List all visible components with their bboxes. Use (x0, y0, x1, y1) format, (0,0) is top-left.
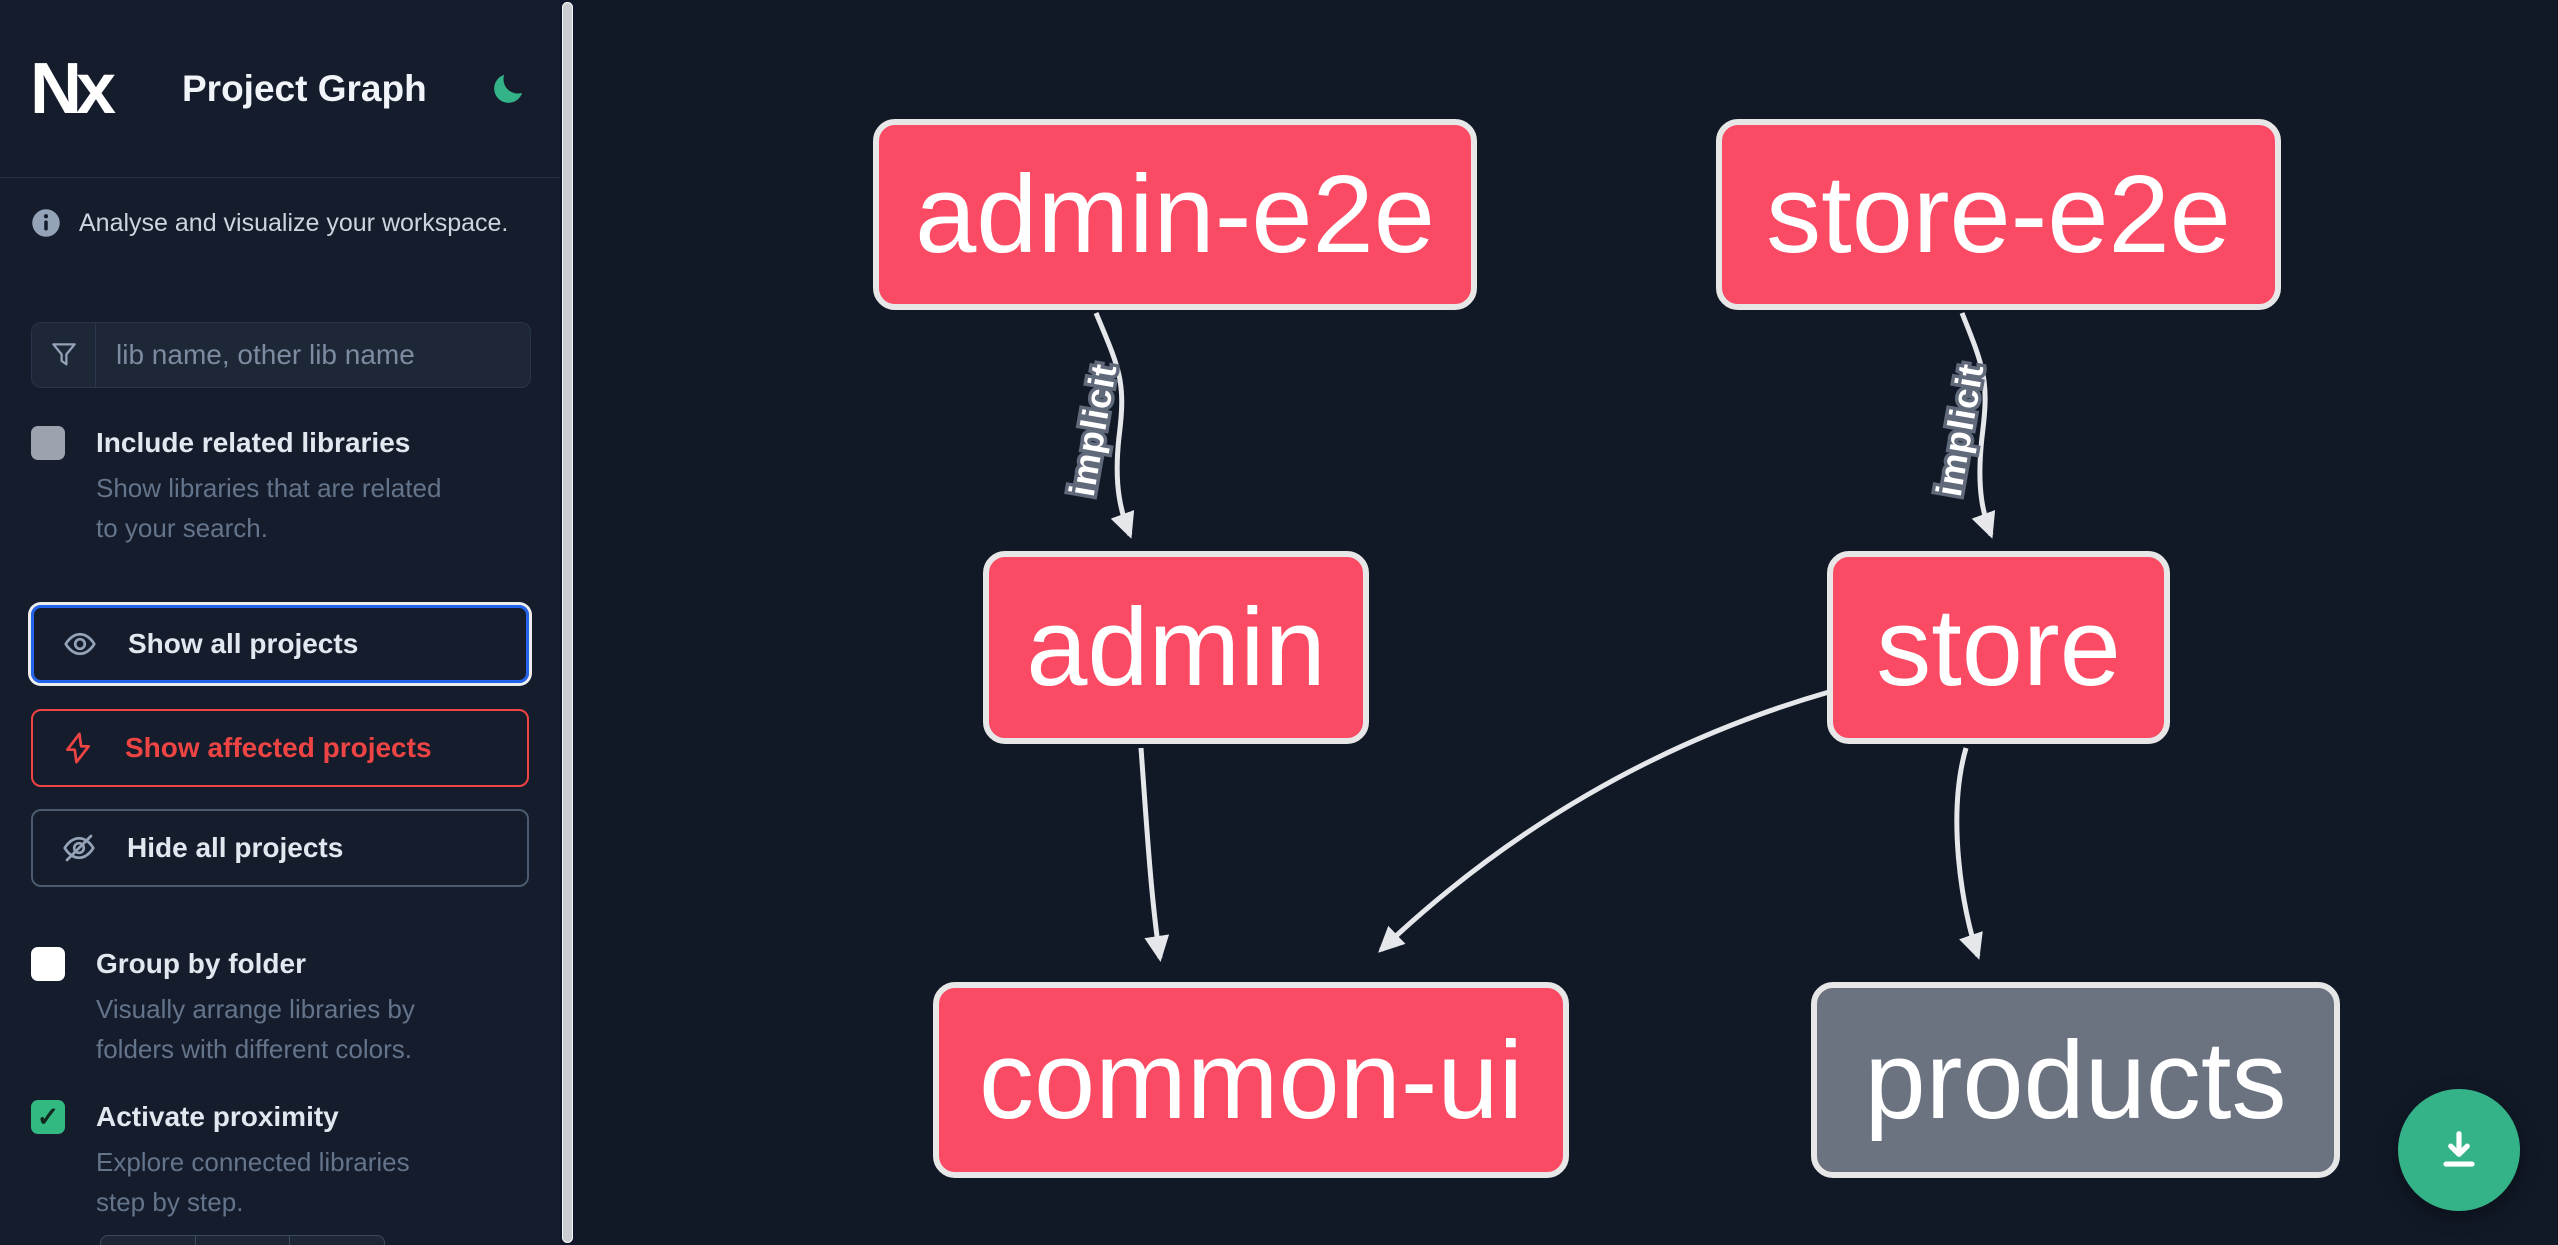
show-all-projects-button[interactable]: Show all projects (31, 605, 529, 683)
proximity-increment[interactable] (290, 1236, 384, 1245)
sidebar-header: Nx Project Graph (0, 0, 560, 178)
node-label: admin-e2e (915, 153, 1435, 276)
page-title: Project Graph (182, 67, 427, 109)
filter-funnel-icon (32, 323, 96, 387)
show-affected-projects-button[interactable]: Show affected projects (31, 709, 529, 787)
sidebar-scrollbar[interactable] (560, 0, 575, 1245)
scrollbar-thumb[interactable] (562, 2, 573, 1243)
group-by-folder-checkbox[interactable] (31, 947, 65, 981)
bolt-icon (66, 732, 90, 764)
node-label: store-e2e (1766, 153, 2231, 276)
node-label: products (1864, 1018, 2287, 1142)
edge-store-common-ui (1378, 689, 1830, 953)
project-graph-canvas[interactable]: implicit implicit admin-e2e store-e2e ad… (575, 0, 2558, 1245)
check-icon: ✓ (36, 1101, 60, 1132)
edge-store-products (1954, 747, 1983, 960)
edge-store-e2e-store (1959, 312, 1996, 539)
search-box (31, 322, 531, 388)
moon-icon (494, 74, 523, 103)
search-input[interactable] (96, 323, 530, 387)
graph-edges: implicit implicit (1057, 312, 1996, 962)
option-label: Include related libraries (96, 427, 411, 458)
info-icon (32, 209, 60, 237)
hide-all-projects-button[interactable]: Hide all projects (31, 809, 529, 887)
node-label: admin (1026, 586, 1326, 709)
eye-off-icon (63, 834, 95, 862)
node-admin-e2e[interactable]: admin-e2e (873, 119, 1477, 310)
nx-logo-icon: Nx (30, 49, 130, 129)
activate-proximity-checkbox[interactable]: ✓ (31, 1100, 65, 1134)
node-products[interactable]: products (1811, 982, 2340, 1178)
node-admin[interactable]: admin (983, 551, 1369, 744)
dark-mode-toggle[interactable] (486, 67, 530, 111)
edge-admin-common-ui (1138, 747, 1170, 962)
proximity-depth-control[interactable] (100, 1235, 385, 1245)
download-graph-button[interactable] (2398, 1089, 2520, 1211)
tagline-row: Analyse and visualize your workspace. (31, 208, 530, 238)
node-label: common-ui (978, 1018, 1524, 1142)
node-store[interactable]: store (1827, 551, 2170, 744)
sidebar: Nx Project Graph Analyse and visualize y… (0, 0, 560, 1245)
option-description: Visually arrange libraries by folders wi… (96, 994, 415, 1064)
eye-icon (64, 632, 96, 656)
proximity-value (196, 1236, 291, 1245)
include-related-checkbox[interactable] (31, 426, 65, 460)
proximity-decrement[interactable] (101, 1236, 196, 1245)
edge-admin-e2e-admin (1093, 312, 1135, 539)
option-label: Activate proximity (96, 1101, 339, 1132)
nx-logo-text: Nx (30, 48, 116, 129)
option-label: Group by folder (96, 948, 306, 979)
node-common-ui[interactable]: common-ui (933, 982, 1569, 1178)
option-group-by-folder: Group by folder Visually arrange librari… (31, 947, 520, 1069)
option-activate-proximity: ✓ Activate proximity Explore connected l… (31, 1100, 520, 1222)
node-store-e2e[interactable]: store-e2e (1716, 119, 2281, 310)
option-include-related: Include related libraries Show libraries… (31, 426, 520, 548)
option-description: Show libraries that are related to your … (96, 473, 442, 543)
download-icon (2443, 1131, 2475, 1167)
tagline-text: Analyse and visualize your workspace. (79, 208, 509, 237)
node-label: store (1876, 586, 2121, 709)
option-description: Explore connected libraries step by step… (96, 1147, 410, 1217)
